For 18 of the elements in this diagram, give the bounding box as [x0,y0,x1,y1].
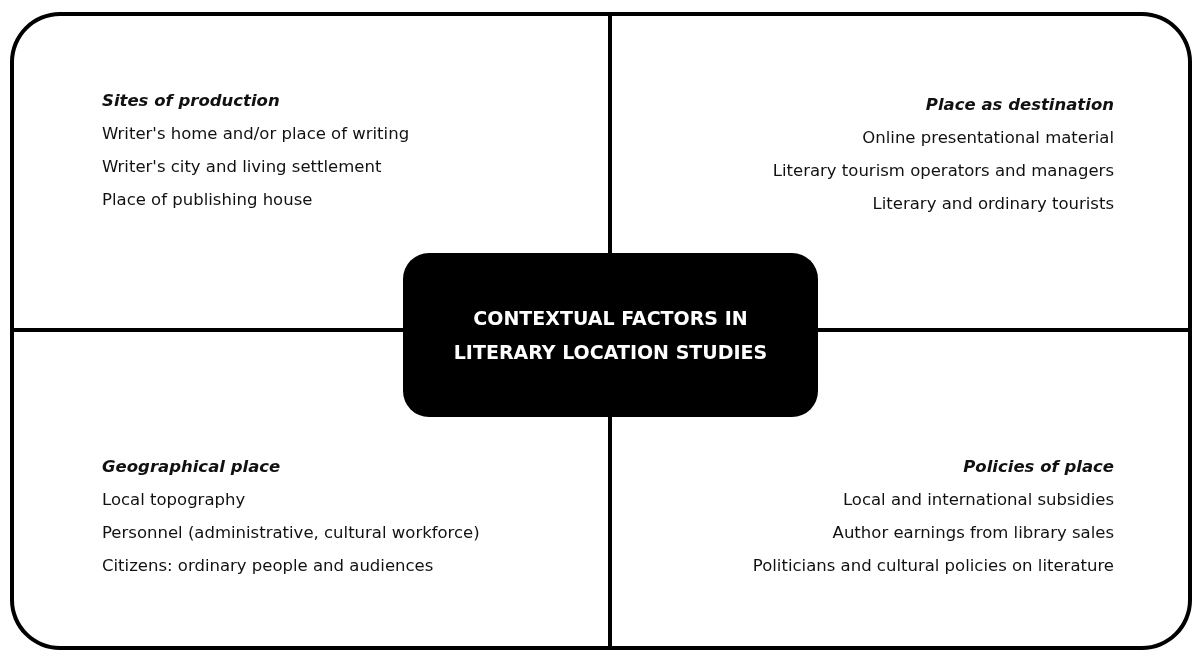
factor-item: Writer's home and/or place of writing [102,123,410,145]
factor-item: Online presentational material [862,127,1114,149]
factor-item: Personnel (administrative, cultural workforce) [102,522,480,544]
quadrant-heading: Policies of place [963,456,1114,478]
factor-item: Local and international subsidies [842,489,1114,511]
factor-item: Citizens: ordinary people and audiences [102,555,434,577]
factor-item: Politicians and cultural policies on literature [752,555,1114,577]
central-title-box [403,253,818,417]
factor-item: Author earnings from library sales [832,522,1114,544]
factor-item: Literary and ordinary tourists [872,193,1114,215]
factor-item: Local topography [102,489,246,511]
factor-item: Writer's city and living settlement [102,156,382,178]
quadrant-heading: Place as destination [925,94,1114,116]
factor-item: Place of publishing house [102,189,313,211]
factor-item: Literary tourism operators and managers [772,160,1114,182]
central-title: CONTEXTUAL FACTORS IN LITERARY LOCATION STUDIES [452,306,769,365]
quadrant-heading: Geographical place [102,456,281,478]
quadrant-heading: Sites of production [102,90,280,112]
